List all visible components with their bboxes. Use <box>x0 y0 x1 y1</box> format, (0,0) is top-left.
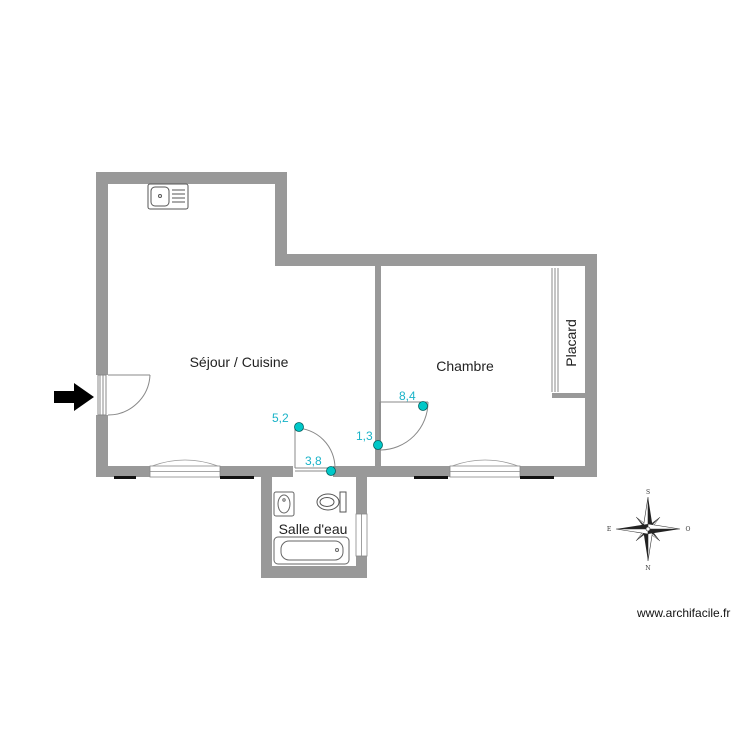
measure-points <box>294 401 428 476</box>
room-label-sejour: Séjour / Cuisine <box>190 354 289 370</box>
kitchen-sink-icon <box>147 183 189 210</box>
wall-sejour-left <box>96 172 108 477</box>
wall-bottom <box>96 466 597 477</box>
measure-point <box>373 440 383 450</box>
walls <box>96 172 597 578</box>
washbasin-icon <box>273 491 295 517</box>
wall-chambre-top <box>275 254 597 266</box>
compass-letter-north: N <box>645 565 650 572</box>
wall-chambre-right <box>585 254 597 477</box>
window-sill <box>114 476 136 479</box>
toilet-icon <box>316 491 347 513</box>
entrance-arrow-icon <box>54 383 94 411</box>
measure-5-2: 5,2 <box>272 411 289 425</box>
wall-sejour-top <box>96 172 287 184</box>
measure-8-4: 8,4 <box>399 389 416 403</box>
measure-point <box>418 401 428 411</box>
room-label-salle-eau: Salle d'eau <box>279 521 348 537</box>
room-label-placard: Placard <box>563 319 579 366</box>
wall-bath-bottom <box>261 566 367 578</box>
measure-point <box>326 466 336 476</box>
window-sill <box>220 476 254 479</box>
bathtub-icon <box>273 536 350 565</box>
measure-point <box>294 422 304 432</box>
window-salle-eau <box>355 513 368 557</box>
compass-letter-east: E <box>607 526 611 533</box>
watermark: www.archifacile.fr <box>637 606 731 620</box>
wall-sejour-step <box>275 172 287 266</box>
measure-3-8: 3,8 <box>305 454 322 468</box>
door-entrance <box>97 374 151 416</box>
window-sill <box>414 476 448 479</box>
compass-letter-west: O <box>686 526 691 533</box>
wall-placard <box>552 393 592 398</box>
window-chambre <box>414 459 554 479</box>
wall-bath-left <box>261 466 272 578</box>
measure-1-3: 1,3 <box>356 429 373 443</box>
room-label-chambre: Chambre <box>436 358 494 374</box>
placard-doors <box>551 268 559 392</box>
wall-partition <box>375 262 381 472</box>
window-sejour <box>114 459 254 479</box>
compass-letter-south: S <box>646 489 650 496</box>
compass-rose-icon: S N E O <box>607 489 691 572</box>
window-sill <box>520 476 554 479</box>
